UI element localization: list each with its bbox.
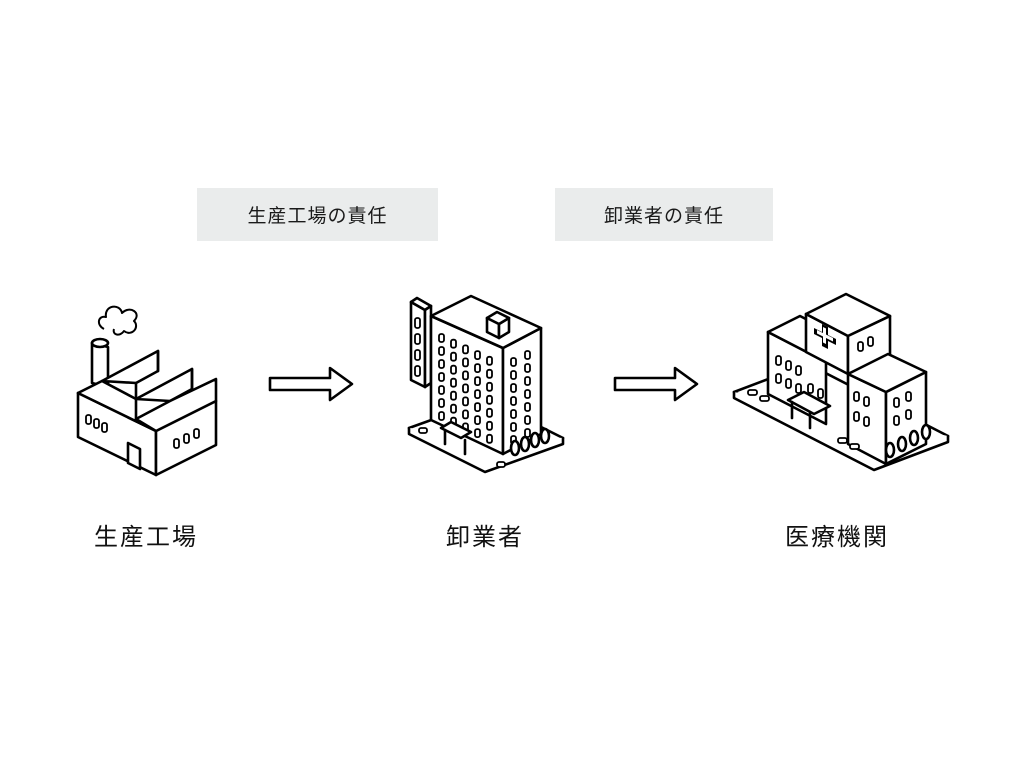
wholesaler-label: 卸業者 bbox=[446, 522, 524, 551]
arrow-right-icon bbox=[613, 364, 703, 404]
wholesaler-responsibility-label: 卸業者の責任 bbox=[603, 205, 724, 227]
factory-icon bbox=[70, 285, 230, 485]
wholesaler-responsibility-box: 卸業者の責任 bbox=[555, 188, 773, 241]
manufacturer-responsibility-box: 生産工場の責任 bbox=[197, 188, 438, 241]
manufacturer-responsibility-label: 生産工場の責任 bbox=[247, 205, 388, 227]
hospital-icon bbox=[730, 288, 955, 483]
factory-label: 生産工場 bbox=[94, 522, 198, 551]
hospital-label: 医療機関 bbox=[785, 522, 889, 551]
arrow-right-icon bbox=[268, 364, 358, 404]
office-building-icon bbox=[405, 288, 575, 483]
